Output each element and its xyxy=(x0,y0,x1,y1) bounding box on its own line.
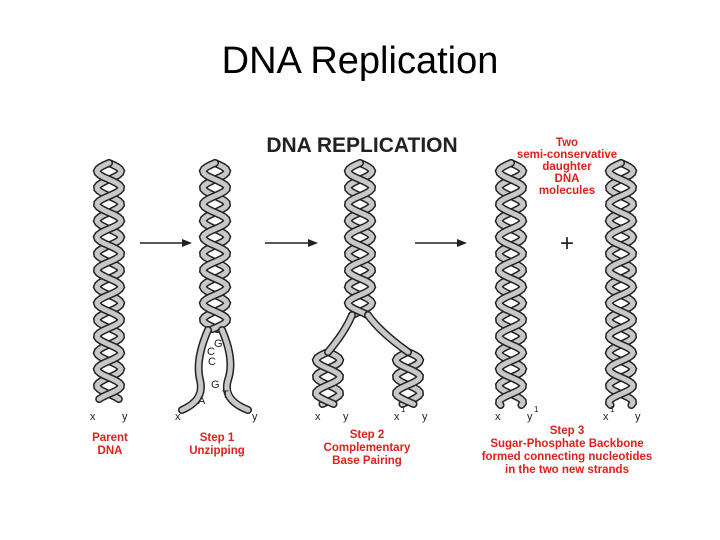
arrow-1 xyxy=(140,239,192,247)
svg-text:in the two new strands: in the two new strands xyxy=(505,464,629,476)
end-label-superscript: 1 xyxy=(534,405,539,414)
plus-sign: + xyxy=(560,230,574,257)
result-label-line: daughter xyxy=(542,161,592,173)
strand-end-labels: x y x y x y x 1 y x y 1 x 1 y xyxy=(90,405,641,423)
end-label: y xyxy=(252,411,258,423)
svg-text:Sugar-Phosphate Backbone: Sugar-Phosphate Backbone xyxy=(490,438,643,450)
end-label: y xyxy=(343,411,349,423)
daughter2-helix-strand xyxy=(606,160,636,408)
arrow-2 xyxy=(265,239,318,247)
result-label-line: DNA xyxy=(555,173,580,185)
svg-text:Parent: Parent xyxy=(92,432,128,444)
end-label: x xyxy=(175,411,181,423)
base-letter: T xyxy=(222,389,229,401)
end-label: x xyxy=(315,411,321,423)
result-label-line: Two xyxy=(556,137,578,149)
base-letter: G xyxy=(211,379,220,391)
parent-helix-strand xyxy=(94,160,124,402)
parent-dna-label: Parent DNA xyxy=(92,432,128,457)
daughter2-helix-strand xyxy=(606,160,636,408)
step1-right-strand xyxy=(219,327,251,413)
base-letter: C xyxy=(207,346,215,358)
svg-text:Step 1: Step 1 xyxy=(200,432,235,444)
step2-right-branch-strand xyxy=(393,349,423,407)
figure-heading: DNA REPLICATION xyxy=(266,134,457,157)
end-label-superscript: 1 xyxy=(401,405,406,414)
svg-text:Complementary: Complementary xyxy=(324,442,412,454)
arrow-3 xyxy=(415,239,467,247)
svg-text:DNA: DNA xyxy=(98,445,123,457)
step2-left-branch-strand xyxy=(313,349,343,407)
step3-label: Step 3 Sugar-Phosphate Backbone formed c… xyxy=(482,425,653,476)
daughter1-helix-strand xyxy=(496,160,526,408)
step2-helix-strand xyxy=(345,160,375,318)
svg-text:formed connecting nucleotides: formed connecting nucleotides xyxy=(482,451,653,463)
svg-text:Step 3: Step 3 xyxy=(550,425,585,437)
daughter1-helix-strand xyxy=(496,160,526,408)
step2-right-branch-strand xyxy=(393,349,423,407)
end-label: y xyxy=(422,411,428,423)
end-label: x xyxy=(603,411,609,423)
slide-title: DNA Replication xyxy=(221,40,499,82)
step1-left-strand xyxy=(179,327,211,413)
step1-helix-strand xyxy=(200,160,230,332)
end-label: y xyxy=(635,411,641,423)
svg-text:Step 2: Step 2 xyxy=(350,429,385,441)
result-label-line: molecules xyxy=(539,185,595,197)
end-label: x xyxy=(394,411,400,423)
step1-label: Step 1 Unzipping xyxy=(189,432,245,457)
base-letter: G xyxy=(214,338,223,350)
base-letter: A xyxy=(198,395,206,407)
helix-layer xyxy=(92,159,638,414)
step2-left-connector xyxy=(325,312,355,355)
base-letter: C xyxy=(208,356,216,368)
step2-helix-strand xyxy=(345,160,375,318)
end-label: x xyxy=(90,411,96,423)
svg-text:Unzipping: Unzipping xyxy=(189,445,245,457)
result-label: Two semi-conservative daughter DNA molec… xyxy=(517,137,617,197)
svg-text:Base Pairing: Base Pairing xyxy=(332,455,402,467)
end-label: y xyxy=(527,411,533,423)
step2-label: Step 2 Complementary Base Pairing xyxy=(324,429,412,467)
end-label: x xyxy=(495,411,501,423)
result-label-line: semi-conservative xyxy=(517,149,617,161)
step2-right-connector xyxy=(365,312,411,355)
end-label-superscript: 1 xyxy=(610,405,615,414)
step2-left-branch-strand xyxy=(313,349,343,407)
base-letters: G C C G A T xyxy=(198,338,229,407)
end-label: y xyxy=(122,411,128,423)
